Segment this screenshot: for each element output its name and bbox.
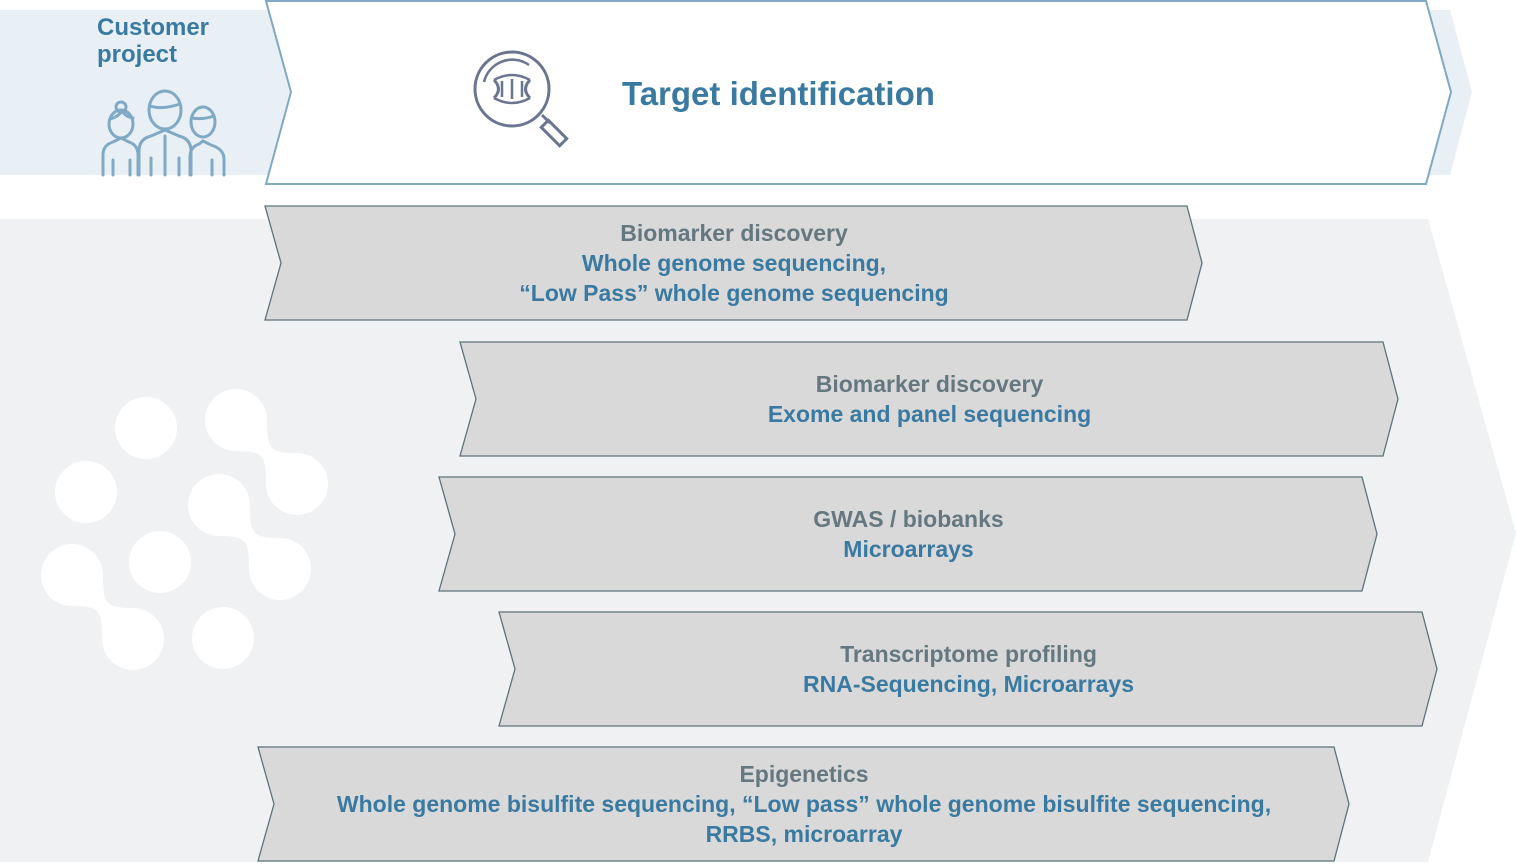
application-arrow-3 — [438, 476, 1378, 592]
customer-project-line-1: Customer — [97, 14, 210, 41]
application-arrow-5 — [257, 746, 1350, 862]
application-category: GWAS / biobanks — [813, 506, 1004, 532]
target-identification-arrow — [264, 0, 1453, 185]
application-technology: Whole genome bisulfite sequencing, “Low … — [336, 791, 1272, 817]
application-2: Biomarker discovery Exome and panel sequ… — [476, 369, 1383, 429]
application-technology: RRBS, microarray — [705, 821, 903, 847]
customer-project-line-2: project — [97, 41, 178, 68]
stage-title: Target identification — [622, 75, 935, 112]
application-arrow-1 — [264, 205, 1203, 321]
dna-magnifier-icon — [473, 50, 569, 148]
application-4: Transcriptome profiling RNA-Sequencing, … — [515, 639, 1422, 699]
people-group-icon — [101, 89, 226, 177]
application-technology: Whole genome sequencing, — [581, 250, 887, 276]
application-1: Biomarker discovery Whole genome sequenc… — [281, 218, 1187, 308]
application-technology: Microarrays — [843, 536, 974, 562]
customer-project-label: Customer project — [97, 14, 257, 68]
application-arrow-2 — [459, 341, 1399, 457]
application-technology: “Low Pass” whole genome sequencing — [519, 280, 949, 306]
application-technology: Exome and panel sequencing — [767, 401, 1092, 427]
application-category: Biomarker discovery — [620, 220, 848, 246]
application-3: GWAS / biobanks Microarrays — [455, 504, 1362, 564]
application-arrow-4 — [498, 611, 1438, 727]
application-category: Epigenetics — [739, 761, 869, 787]
application-category: Transcriptome profiling — [840, 641, 1097, 667]
molecule-dots-icon — [41, 389, 328, 670]
application-category: Biomarker discovery — [815, 371, 1044, 397]
application-technology: RNA-Sequencing, Microarrays — [802, 671, 1135, 697]
application-5: Epigenetics Whole genome bisulfite seque… — [274, 759, 1334, 849]
